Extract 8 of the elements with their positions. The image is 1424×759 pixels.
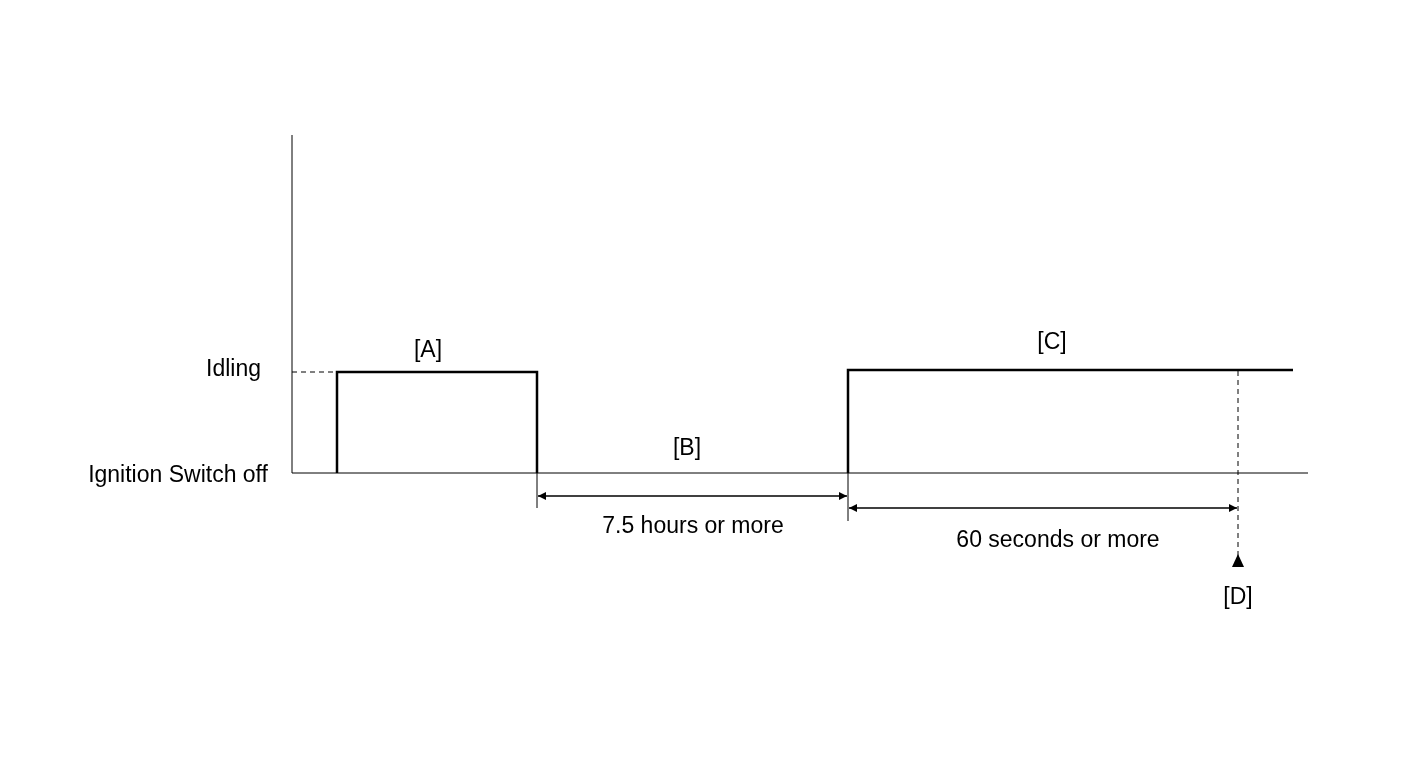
timing-label: [C]: [1037, 329, 1067, 355]
axis-level-label: Ignition Switch off: [88, 462, 268, 488]
timing-label: [B]: [672, 435, 702, 461]
axis-level-label: Idling: [206, 356, 261, 382]
timing-label: [D]: [1223, 584, 1253, 610]
timing-label: [A]: [413, 337, 443, 363]
timing-label: 60 seconds or more: [956, 527, 1160, 553]
timing-label: 7.5 hours or more: [602, 513, 784, 539]
